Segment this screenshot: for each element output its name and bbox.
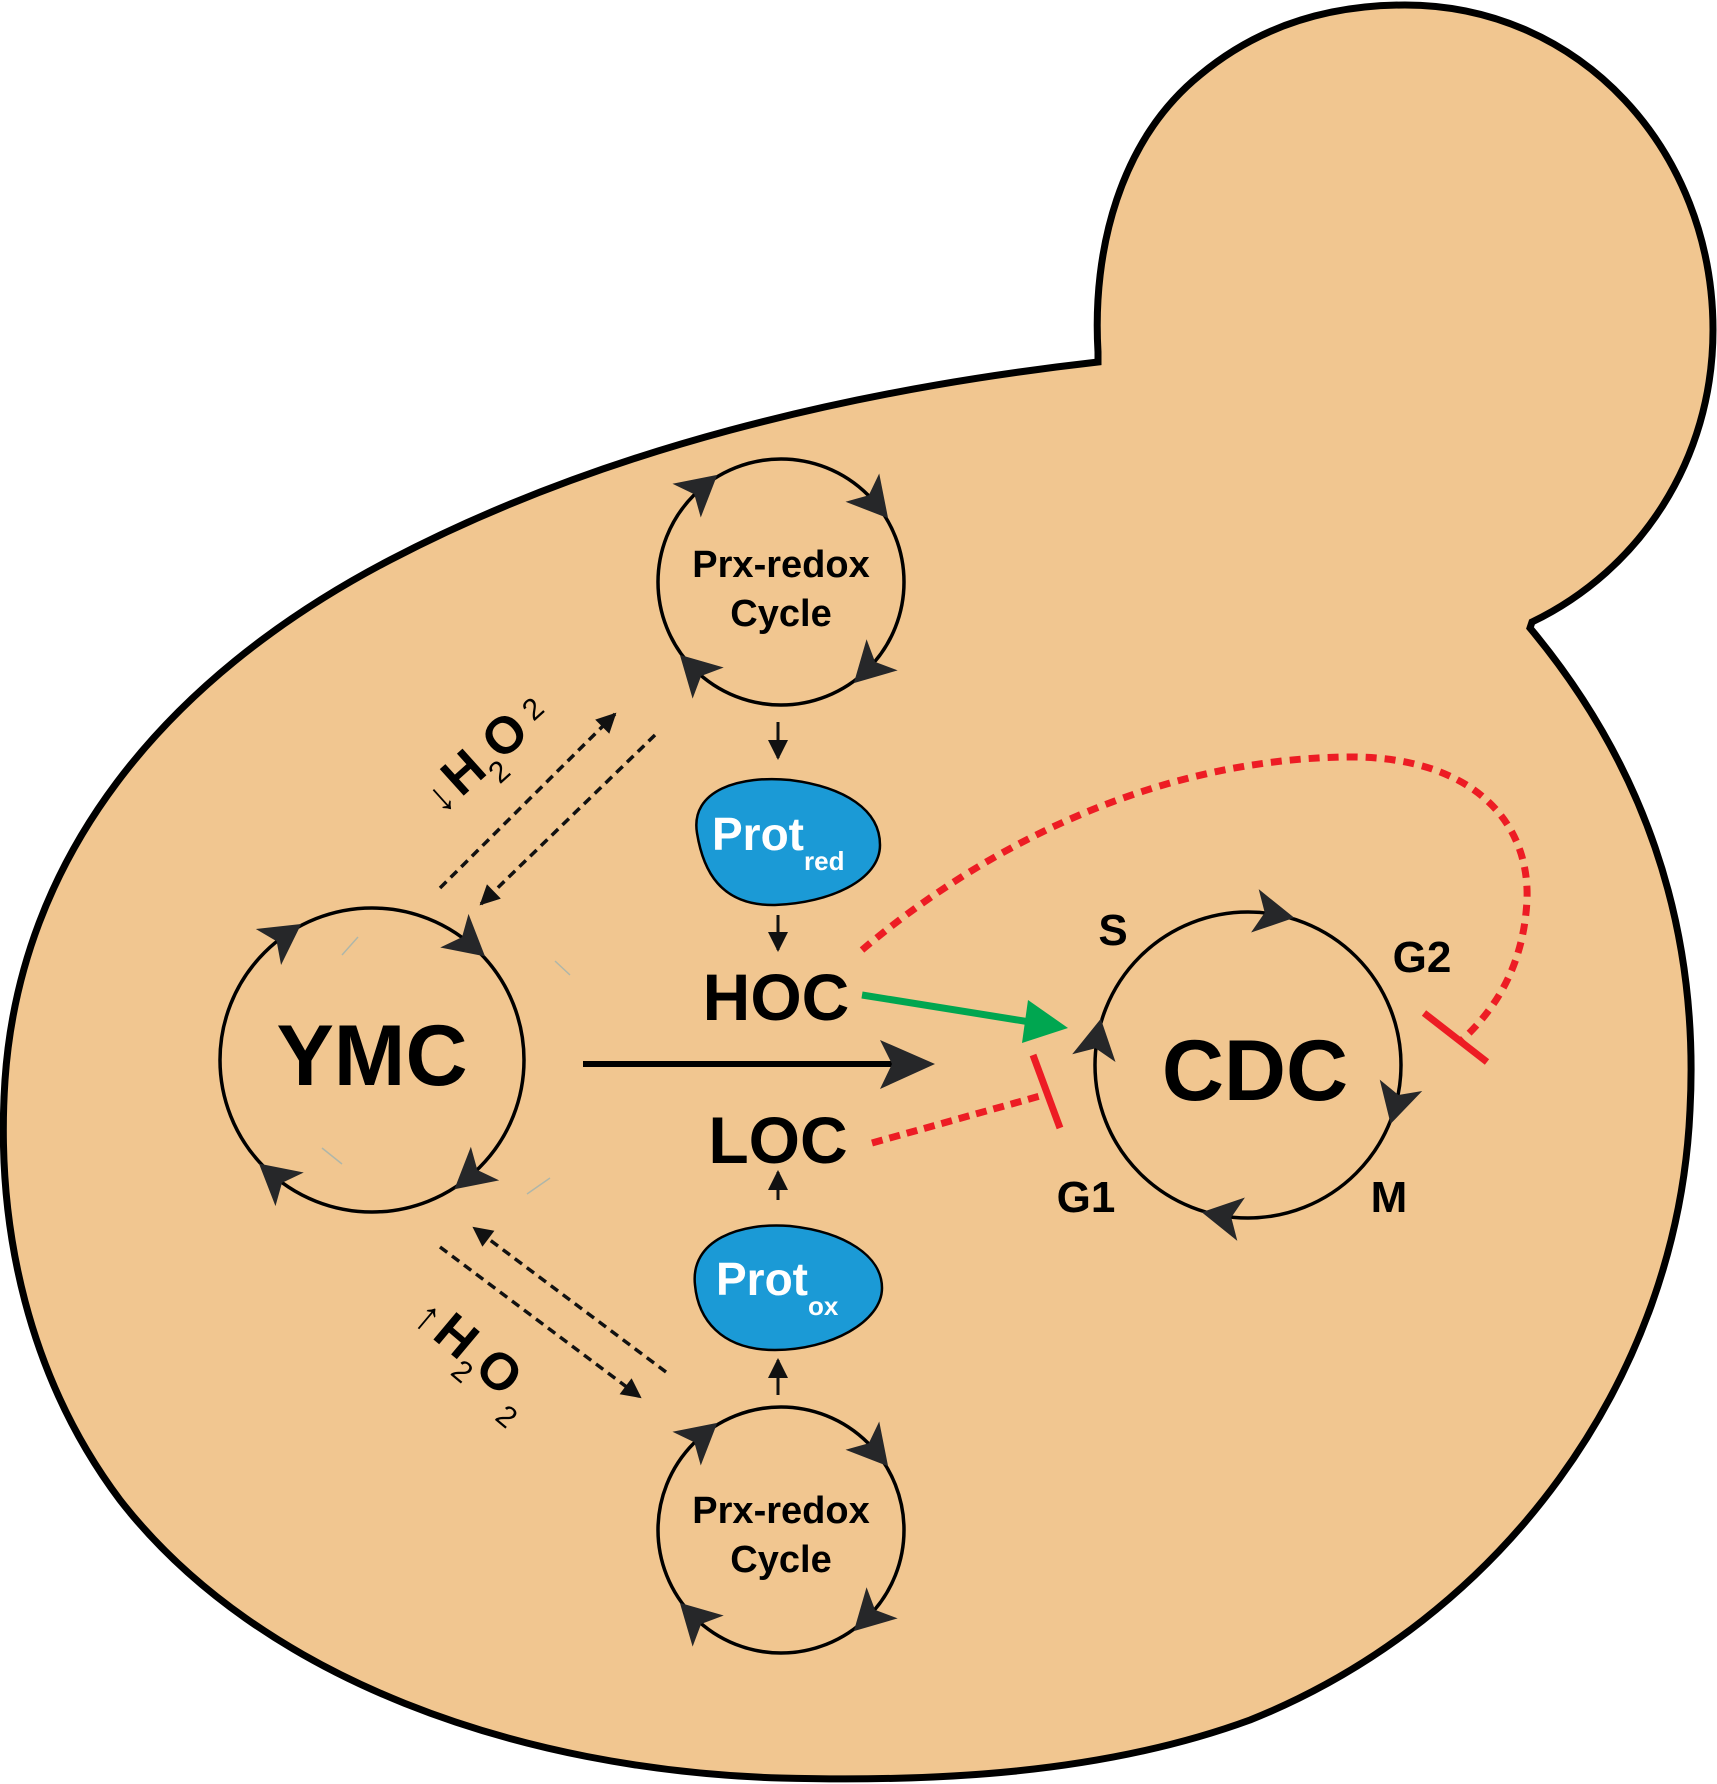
ymc-cycle-arrowhead-icon bbox=[454, 1146, 500, 1190]
dashed-arrow-to-ymc-bottom bbox=[472, 1226, 668, 1374]
prx-top-label-line2: Cycle bbox=[730, 593, 831, 635]
prx-bottom-cycle-arrowhead-icon bbox=[845, 1421, 889, 1467]
prx-bottom-cycle bbox=[656, 1405, 906, 1655]
prx-bottom-cycle-arrowhead-icon bbox=[853, 1587, 898, 1632]
svg-text:Protox: Protox bbox=[716, 1253, 839, 1321]
ymc-cycle-arrowhead-icon bbox=[258, 1163, 304, 1207]
prx-top-cycle-arrowhead-icon bbox=[845, 473, 889, 519]
arrow-hoc-to-cdc bbox=[861, 991, 1068, 1043]
svg-text:Protred: Protred bbox=[712, 808, 844, 876]
ymc-cycle-arrowhead-icon bbox=[440, 913, 486, 957]
prot-ox-shape bbox=[693, 1224, 884, 1352]
inhibit-loc-to-g1 bbox=[871, 1053, 1064, 1147]
prot-red-shape bbox=[695, 777, 882, 907]
prot-ox-main: Prot bbox=[716, 1253, 808, 1305]
cdc-cycle-arrowhead-icon bbox=[1251, 889, 1295, 933]
arrow-ymc-to-cdc bbox=[583, 1040, 935, 1089]
artifact-strokes bbox=[321, 936, 571, 1195]
inhibit-bar-g2 bbox=[1421, 1010, 1490, 1065]
exchange-top bbox=[438, 712, 657, 906]
prx-bottom-label-line2: Cycle bbox=[730, 1539, 831, 1581]
ymc-cycle-arrowhead-icon bbox=[255, 924, 302, 965]
prx-top-cycle-arrowhead-icon bbox=[672, 474, 718, 518]
prx-top-label-line1: Prx-redox bbox=[692, 544, 869, 586]
hoc-label: HOC bbox=[703, 960, 850, 1034]
cdc-cycle-arrowhead-icon bbox=[1201, 1197, 1245, 1241]
cycle-circles bbox=[218, 457, 1423, 1655]
dashed-arrow-to-prx-top bbox=[438, 712, 617, 890]
cdc-cycle-ring bbox=[1093, 910, 1403, 1220]
dashed-arrow-to-prx-bottom bbox=[438, 1245, 642, 1399]
prot-ox-node: Protox bbox=[693, 1224, 884, 1352]
phase-m-label: M bbox=[1371, 1173, 1408, 1222]
inhibit-bar-g1 bbox=[1029, 1053, 1064, 1130]
cdc-cycle-arrowhead-icon bbox=[1072, 1018, 1116, 1062]
prx-bottom-cycle-arrowhead-icon bbox=[679, 1602, 724, 1647]
ymc-cycle-ring bbox=[218, 906, 526, 1214]
prx-top-cycle-ring bbox=[656, 457, 906, 707]
prx-top-cycle-arrowhead-icon bbox=[853, 639, 898, 684]
phase-g1-label: G1 bbox=[1057, 1173, 1116, 1222]
prot-ox-sub: ox bbox=[808, 1291, 839, 1321]
exchange-bottom bbox=[438, 1226, 668, 1399]
loc-label: LOC bbox=[708, 1103, 847, 1177]
prot-red-sub: red bbox=[804, 846, 844, 876]
inhibit-hoc-to-g2 bbox=[859, 753, 1531, 1065]
dashed-arrow-to-ymc-top bbox=[479, 733, 657, 906]
phase-s-label: S bbox=[1098, 906, 1127, 955]
ymc-cycle bbox=[218, 906, 526, 1214]
cdc-cycle bbox=[1072, 889, 1423, 1241]
prx-bottom-label-line1: Prx-redox bbox=[692, 1490, 869, 1532]
ymc-label: YMC bbox=[276, 1008, 467, 1104]
cdc-label: CDC bbox=[1162, 1023, 1348, 1119]
prx-top-cycle bbox=[656, 457, 906, 707]
prot-red-main: Prot bbox=[712, 808, 804, 860]
prx-top-cycle-arrowhead-icon bbox=[679, 654, 724, 699]
prot-red-node: Protred bbox=[695, 777, 882, 907]
phase-g2-label: G2 bbox=[1393, 933, 1452, 982]
prx-bottom-cycle-arrowhead-icon bbox=[672, 1422, 718, 1466]
cdc-cycle-arrowhead-icon bbox=[1379, 1079, 1423, 1124]
prx-bottom-cycle-ring bbox=[656, 1405, 906, 1655]
